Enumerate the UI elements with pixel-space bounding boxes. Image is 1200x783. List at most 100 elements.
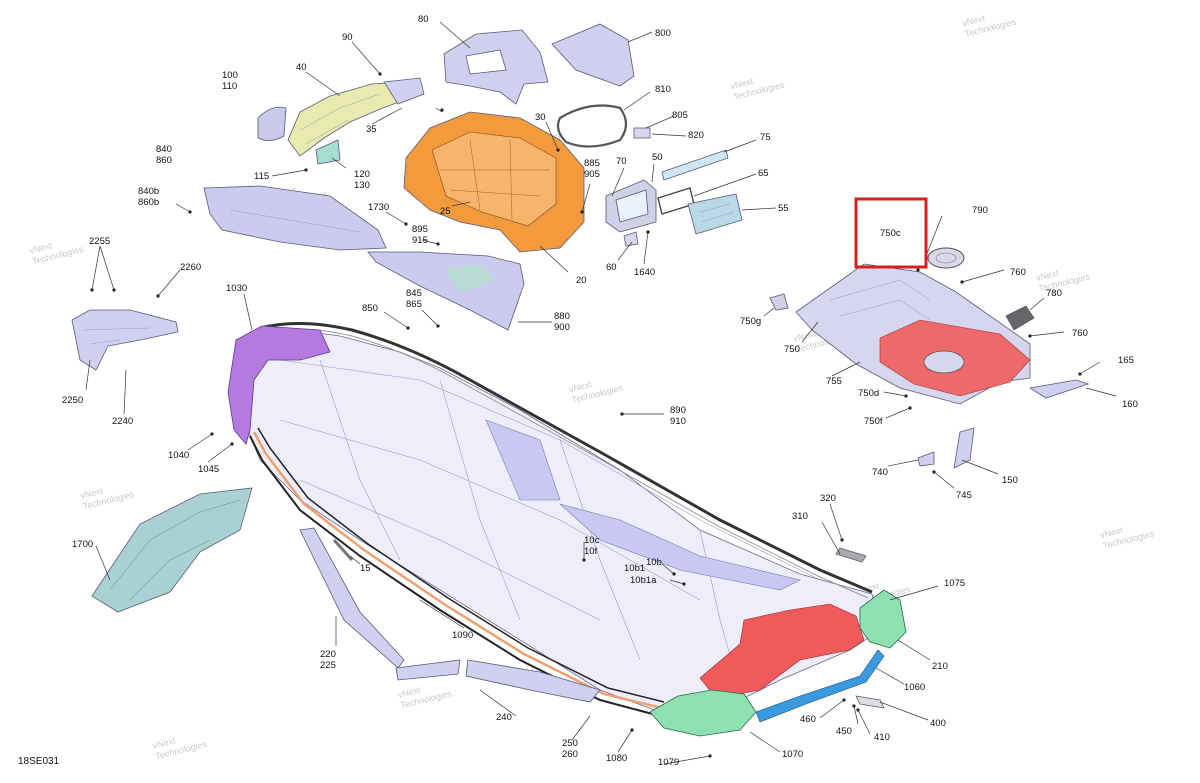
callout-1070: 1070 [782, 749, 803, 760]
callout-225: 225 [320, 660, 336, 671]
callout-810: 810 [655, 84, 671, 95]
callout-860: 860 [156, 155, 172, 166]
callout-400: 400 [930, 718, 946, 729]
callout-750d: 750d [858, 388, 879, 399]
callout-75: 75 [760, 132, 771, 143]
callout-845: 845 [406, 288, 422, 299]
callout-150: 150 [1002, 475, 1018, 486]
callout-310: 310 [792, 511, 808, 522]
cover-panel-800-part [551, 23, 635, 87]
rod-15-part [332, 538, 354, 562]
cap-790-part [927, 247, 965, 269]
callout-115: 115 [254, 171, 269, 182]
gasket-65-part [657, 187, 695, 215]
callout-910: 910 [670, 416, 686, 427]
callout-10b: 10b [646, 557, 662, 568]
display-55-part [687, 193, 743, 235]
callout-750c: 750c [880, 228, 901, 239]
callout-820: 820 [688, 130, 704, 141]
callout-410: 410 [874, 732, 890, 743]
callout-2240: 2240 [112, 416, 133, 427]
lens-part [315, 139, 341, 165]
side-panel-880-part [367, 251, 525, 331]
trim-240-part [395, 659, 601, 703]
callout-10c: 10c [584, 535, 600, 546]
callout-450: 450 [836, 726, 852, 737]
top-cover-part [443, 29, 549, 105]
hull-part [227, 322, 907, 737]
callout-1045: 1045 [198, 464, 219, 475]
callout-120: 120 [354, 169, 370, 180]
callout-780: 780 [1046, 288, 1062, 299]
callout-745: 745 [956, 490, 972, 501]
callout-460: 460 [800, 714, 816, 725]
callout-70: 70 [616, 156, 627, 167]
storage-frame-part [287, 77, 425, 157]
callout-320: 320 [820, 493, 836, 504]
storage-ring-810-part [556, 104, 628, 148]
callout-55: 55 [778, 203, 789, 214]
callout-800: 800 [655, 28, 671, 39]
highlight-box-750c [854, 197, 928, 269]
diagram-code: 18SE031 [18, 756, 60, 767]
callout-1030: 1030 [226, 283, 247, 294]
plate-310-part [835, 547, 867, 563]
gauge-housing-50-part [605, 179, 657, 233]
trim-220-part [299, 527, 405, 669]
callout-220: 220 [320, 649, 336, 660]
heat-shield-1700-part [91, 487, 253, 613]
fasteners [90, 72, 1082, 758]
bracket-400-part [855, 695, 885, 709]
callout-880: 880 [554, 311, 570, 322]
callout-760-upper: 760 [1010, 267, 1026, 278]
callout-850: 850 [362, 303, 378, 314]
callout-1640: 1640 [634, 267, 655, 278]
callout-30: 30 [535, 112, 546, 123]
callout-1080: 1080 [606, 753, 627, 764]
callout-260: 260 [562, 749, 578, 760]
callout-790: 790 [972, 205, 988, 216]
callout-65: 65 [758, 168, 769, 179]
trim-160-part [1028, 379, 1090, 399]
callout-750: 750 [784, 344, 800, 355]
callout-1079: 1079 [658, 757, 679, 768]
callout-labels: 90 80 800 100 110 40 35 30 810 805 820 7… [62, 14, 1138, 768]
callout-10b1a: 10b1a [630, 575, 657, 586]
glovebox-cover-part [257, 106, 287, 141]
callout-40: 40 [296, 62, 307, 73]
callout-755: 755 [826, 376, 842, 387]
trim-strip-75-part [661, 149, 729, 181]
callout-895: 895 [412, 224, 428, 235]
callout-60: 60 [606, 262, 617, 273]
callout-1075: 1075 [944, 578, 965, 589]
callout-840b: 840b [138, 186, 159, 197]
deck-plate-750-part [795, 263, 1031, 405]
callout-20: 20 [576, 275, 587, 286]
callout-885: 885 [584, 158, 600, 169]
part-740 [917, 451, 935, 467]
side-bracket-2250-part [71, 309, 179, 371]
callout-10f: 10f [584, 546, 598, 557]
callout-750f: 750f [864, 416, 883, 427]
callout-1040: 1040 [168, 450, 189, 461]
callout-2260: 2260 [180, 262, 201, 273]
callout-915: 915 [412, 235, 428, 246]
callout-160: 160 [1122, 399, 1138, 410]
callout-1060: 1060 [904, 682, 925, 693]
callout-15: 15 [360, 563, 371, 574]
callout-240: 240 [496, 712, 512, 723]
callout-860b: 860b [138, 197, 159, 208]
callout-900: 900 [554, 322, 570, 333]
callout-130: 130 [354, 180, 370, 191]
callout-1730: 1730 [368, 202, 389, 213]
clip-60-part [623, 231, 639, 247]
cover-150-part [953, 427, 975, 469]
latch-805-part [633, 127, 651, 139]
console-frame-part [403, 111, 585, 253]
part-750g [769, 293, 789, 311]
callout-890: 890 [670, 405, 686, 416]
callout-2255: 2255 [89, 236, 110, 247]
callout-25: 25 [440, 206, 451, 217]
